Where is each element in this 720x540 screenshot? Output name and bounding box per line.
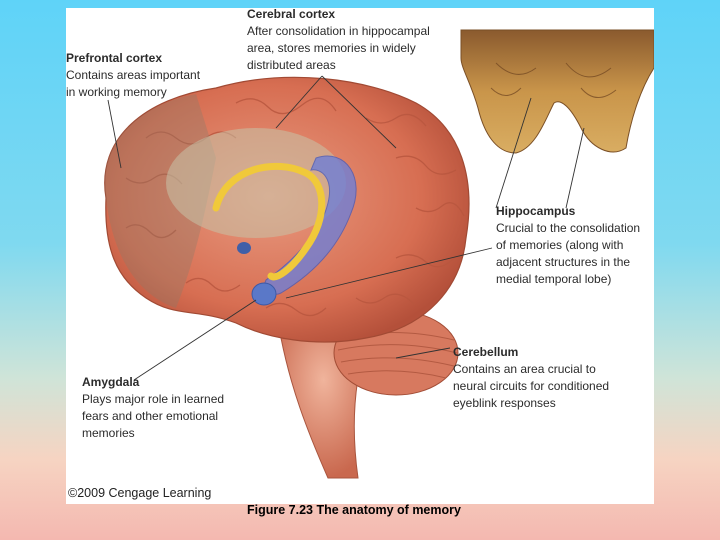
amygdala-description: Plays major role in learned fears and ot… bbox=[82, 392, 225, 440]
prefrontal-cortex-title: Prefrontal cortex bbox=[66, 51, 163, 65]
amygdala-title: Amygdala bbox=[82, 375, 140, 389]
cerebral-cortex-description: After consolidation in hippocampal area,… bbox=[247, 24, 430, 72]
leader-cerebellum bbox=[395, 347, 451, 359]
figure-panel bbox=[66, 8, 654, 504]
leader-hippo-photo-1 bbox=[495, 97, 532, 209]
hippocampus-photo bbox=[460, 29, 654, 154]
brain-illustration bbox=[104, 29, 654, 479]
prefrontal-cortex-description: Contains areas important in working memo… bbox=[66, 68, 201, 99]
label-prefrontal-cortex: Prefrontal cortex Contains areas importa… bbox=[66, 50, 200, 101]
label-cerebellum: Cerebellum Contains an area crucial to n… bbox=[453, 344, 609, 412]
figure-caption: Figure 7.23 The anatomy of memory bbox=[247, 503, 461, 517]
hippocampus-title: Hippocampus bbox=[496, 204, 576, 218]
limbic-region bbox=[166, 128, 346, 238]
leader-hippocampus bbox=[285, 247, 493, 299]
label-hippocampus: Hippocampus Crucial to the consolidation… bbox=[496, 203, 640, 288]
leader-amygdala bbox=[133, 299, 257, 381]
leader-cerebral-1 bbox=[275, 75, 323, 129]
copyright-credit: ©2009 Cengage Learning bbox=[68, 486, 212, 500]
cerebral-cortex-title: Cerebral cortex bbox=[247, 7, 336, 21]
leader-cerebral-2 bbox=[321, 75, 397, 149]
label-cerebral-cortex: Cerebral cortex After consolidation in h… bbox=[247, 6, 430, 74]
fornix-shape bbox=[212, 163, 326, 281]
leader-hippo-photo-2 bbox=[565, 127, 585, 209]
leader-prefrontal bbox=[107, 99, 122, 169]
hippocampus-description: Crucial to the consolidation of memories… bbox=[496, 221, 641, 286]
amygdala-shape bbox=[251, 282, 277, 306]
mammillary-shape bbox=[237, 242, 251, 254]
label-amygdala: Amygdala Plays major role in learned fea… bbox=[82, 374, 224, 442]
cerebellum-description: Contains an area crucial to neural circu… bbox=[453, 362, 610, 410]
cerebellum-title: Cerebellum bbox=[453, 345, 519, 359]
